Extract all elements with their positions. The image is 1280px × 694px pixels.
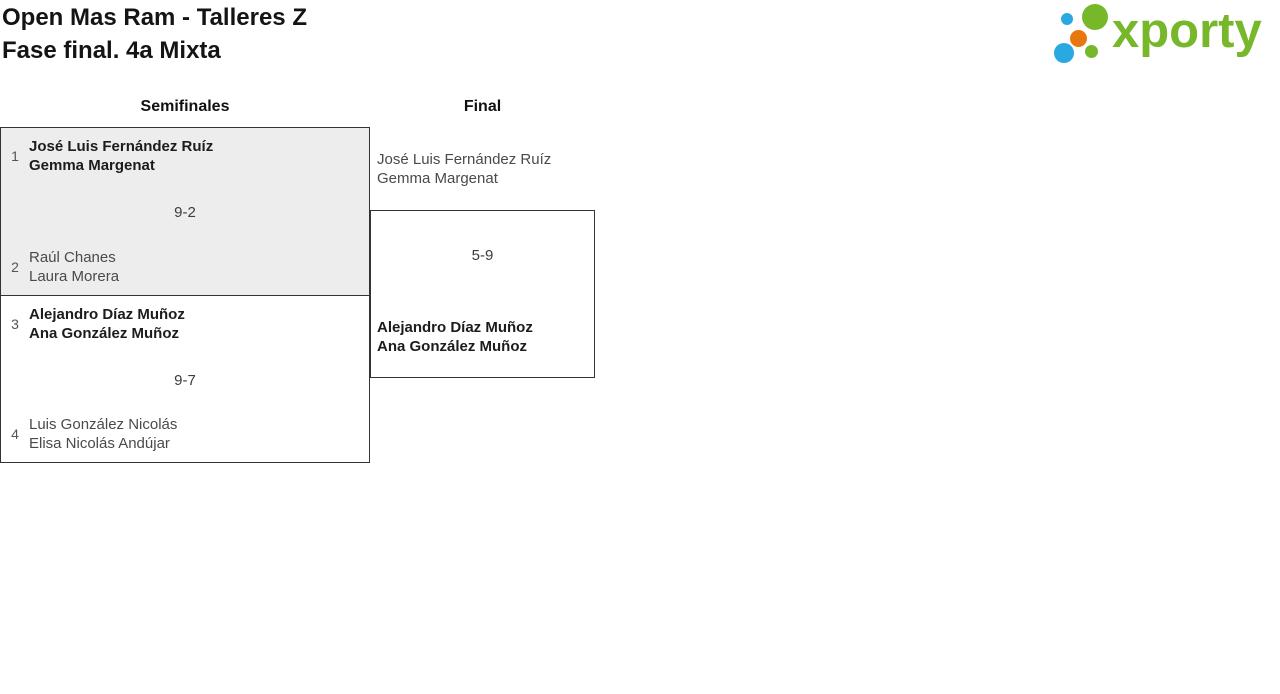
player-name: Laura Morera <box>29 268 120 285</box>
seed-number: 2 <box>11 259 19 275</box>
semifinal-match-1[interactable]: 1 José Luis Fernández Ruíz Gemma Margena… <box>1 128 369 296</box>
team-players: Alejandro Díaz Muñoz Ana González Muñoz <box>29 305 185 343</box>
player-name: José Luis Fernández Ruíz <box>377 151 552 168</box>
logo-blue-big-dot-icon <box>1054 43 1074 63</box>
logo-green-small-dot-icon <box>1085 45 1098 58</box>
semifinals-column: 1 José Luis Fernández Ruíz Gemma Margena… <box>0 127 370 463</box>
player-name: Alejandro Díaz Muñoz <box>377 319 533 336</box>
player-name: Gemma Margenat <box>29 157 155 174</box>
player-name: José Luis Fernández Ruíz <box>29 138 214 155</box>
team-row: 1 José Luis Fernández Ruíz Gemma Margena… <box>9 137 361 175</box>
tournament-title: Open Mas Ram - Talleres Z <box>2 4 307 31</box>
team-players: José Luis Fernández Ruíz Gemma Margenat <box>29 137 213 175</box>
seed-number: 4 <box>11 426 19 442</box>
seed-number: 3 <box>11 316 19 332</box>
team-players: Raúl Chanes Laura Morera <box>29 248 119 286</box>
final-winner-players: Alejandro Díaz Muñoz Ana González Muñoz <box>377 318 533 356</box>
phase-subtitle: Fase final. 4a Mixta <box>2 37 221 64</box>
round-header-semifinales: Semifinales <box>140 98 230 115</box>
logo-green-large-dot-icon <box>1082 4 1108 30</box>
match-score: 9-2 <box>174 204 196 221</box>
logo-orange-dot-icon <box>1070 30 1087 47</box>
match-score: 9-7 <box>174 372 196 389</box>
match-score: 5-9 <box>471 247 494 264</box>
round-header-final: Final <box>463 98 502 115</box>
team-row: 3 Alejandro Díaz Muñoz Ana González Muño… <box>9 305 361 343</box>
player-name: Gemma Margenat <box>377 170 498 187</box>
player-name: Raúl Chanes <box>29 249 116 266</box>
final-team-top: José Luis Fernández Ruíz Gemma Margenat <box>377 150 551 188</box>
player-name: Ana González Muñoz <box>29 325 179 342</box>
player-name: Alejandro Díaz Muñoz <box>29 306 185 323</box>
logo-blue-small-dot-icon <box>1061 13 1073 25</box>
team-players: Luis González Nicolás Elisa Nicolás Andú… <box>29 415 177 453</box>
team-row: 4 Luis González Nicolás Elisa Nicolás An… <box>9 415 361 453</box>
player-name: Elisa Nicolás Andújar <box>29 435 170 452</box>
semifinal-match-2[interactable]: 3 Alejandro Díaz Muñoz Ana González Muño… <box>1 296 369 462</box>
team-row: 2 Raúl Chanes Laura Morera <box>9 248 361 286</box>
player-name: Ana González Muñoz <box>377 338 527 355</box>
player-name: Luis González Nicolás <box>29 416 178 433</box>
xporty-logo[interactable]: xporty <box>1050 0 1280 70</box>
logo-wordmark: xporty <box>1112 4 1262 58</box>
page-title: Open Mas Ram - Talleres Z Fase final. 4a… <box>2 1 307 67</box>
seed-number: 1 <box>11 148 19 164</box>
final-match[interactable]: 5-9 Alejandro Díaz Muñoz Ana González Mu… <box>370 210 595 378</box>
